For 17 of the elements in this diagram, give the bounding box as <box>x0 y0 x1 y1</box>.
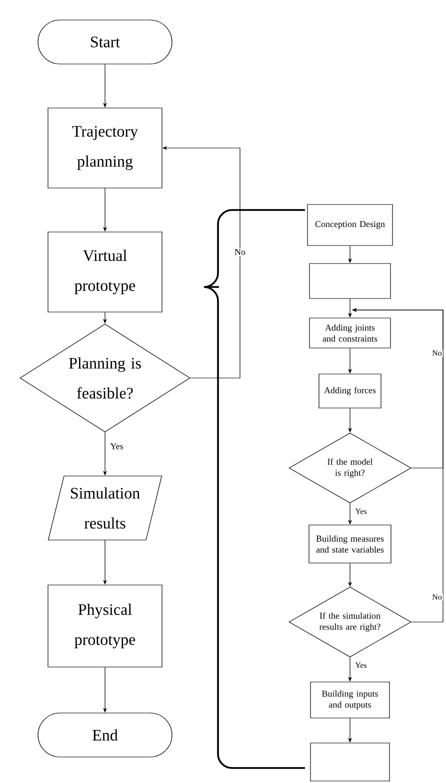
edge-label: Yes <box>110 443 123 450</box>
process-box: Adding forces <box>318 374 382 408</box>
process-box: Physical prototype <box>48 584 162 668</box>
process-box <box>309 263 391 299</box>
edge-label: Yes <box>355 662 367 668</box>
edge-label: No <box>432 594 442 600</box>
process-box <box>310 742 390 782</box>
process-box: Conception Design <box>307 204 393 246</box>
edge-label: No <box>432 350 442 356</box>
edge-label: No <box>234 249 246 255</box>
process-box: Trajectory planning <box>48 108 162 188</box>
process-box: Building measures and state variables <box>308 524 392 564</box>
data-parallelogram: Simulation results <box>48 476 162 540</box>
process-box: Building inputs and outputs <box>310 682 390 718</box>
process-box: Virtual prototype <box>48 232 162 312</box>
edge-label: Yes <box>355 508 367 514</box>
process-box: Adding joints and constraints <box>309 318 391 348</box>
